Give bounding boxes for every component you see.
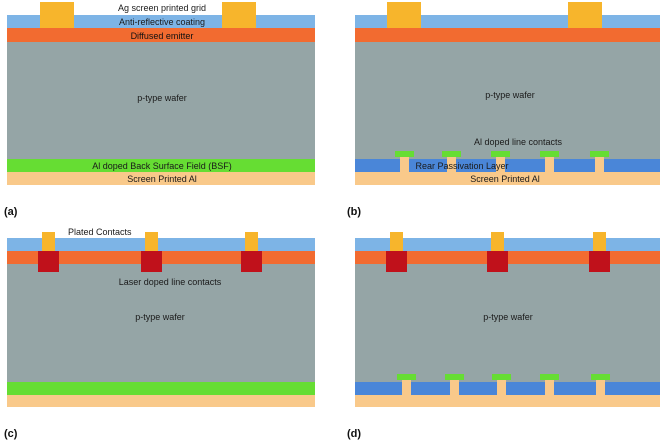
passivation-layer [355, 159, 660, 172]
label-passivation: Rear Passivation Layer [415, 161, 508, 171]
plated-contact [145, 232, 158, 251]
line-contact-cap [540, 374, 559, 380]
panel-a: Ag screen printed grid Anti-reflective c… [4, 2, 315, 218]
panel-tag: (d) [347, 428, 361, 440]
plated-contact [491, 232, 504, 251]
panel-c: Plated Contacts Laser doped line contact… [4, 227, 315, 440]
line-contact-cap [540, 151, 559, 157]
label-line-contacts: Al doped line contacts [474, 137, 563, 147]
plated-contact [42, 232, 55, 251]
line-contact-via [497, 380, 506, 395]
panel-b: p-type wafer Al doped line contacts Rear… [347, 2, 660, 218]
label-wafer: p-type wafer [483, 312, 533, 322]
laser-doped-region [589, 251, 610, 272]
line-contacts [397, 374, 610, 395]
panel-d: p-type wafer (d) [347, 232, 660, 440]
label-rear: Screen Printed Al [127, 174, 197, 184]
line-contact-via [545, 157, 554, 172]
label-bsf: Al doped Back Surface Field (BSF) [92, 161, 232, 171]
laser-doped-region [141, 251, 162, 272]
anti-reflective-layer [355, 238, 660, 251]
line-contact-cap [492, 374, 511, 380]
laser-doped-region [386, 251, 407, 272]
laser-doped-region [487, 251, 508, 272]
line-contact-via [450, 380, 459, 395]
plated-contact [390, 232, 403, 251]
line-contact-via [496, 157, 505, 172]
panel-tag: (a) [4, 206, 18, 218]
passivation-layer [355, 382, 660, 395]
rear-al-layer [7, 172, 315, 185]
label-plated: Plated Contacts [68, 227, 132, 237]
label-wafer: p-type wafer [485, 90, 535, 100]
emitter-layer [7, 28, 315, 42]
laser-doped-regions [386, 251, 610, 272]
anti-reflective-layer [7, 238, 315, 251]
label-rear: Screen Printed Al [470, 174, 540, 184]
line-contact-via [402, 380, 411, 395]
rear-al-layer [355, 172, 660, 185]
label-laser: Laser doped line contacts [119, 277, 222, 287]
bsf-layer [7, 382, 315, 395]
label-grid: Ag screen printed grid [118, 3, 206, 13]
laser-doped-region [241, 251, 262, 272]
line-contact-cap [591, 374, 610, 380]
emitter-layer [355, 28, 660, 42]
line-contacts [395, 151, 609, 172]
line-contact-cap [491, 151, 510, 157]
line-contact-via [595, 157, 604, 172]
label-emitter: Diffused emitter [131, 31, 194, 41]
laser-doped-region [38, 251, 59, 272]
panel-tag: (b) [347, 206, 361, 218]
bsf-layer [7, 159, 315, 172]
label-arc: Anti-reflective coating [119, 17, 205, 27]
rear-al-layer [355, 395, 660, 407]
plated-contact [593, 232, 606, 251]
wafer-layer [7, 264, 315, 382]
panel-tag: (c) [4, 428, 18, 440]
line-contact-cap [395, 151, 414, 157]
line-contact-via [545, 380, 554, 395]
line-contact-cap [445, 374, 464, 380]
line-contact-cap [397, 374, 416, 380]
rear-al-layer [7, 395, 315, 407]
line-contact-cap [442, 151, 461, 157]
front-contact [568, 2, 602, 28]
label-wafer: p-type wafer [135, 312, 185, 322]
line-contact-via [447, 157, 456, 172]
line-contact-via [596, 380, 605, 395]
line-contact-via [400, 157, 409, 172]
wafer-layer [355, 42, 660, 159]
line-contact-cap [590, 151, 609, 157]
wafer-layer [7, 42, 315, 159]
front-contact [40, 2, 74, 28]
laser-doped-regions [38, 251, 262, 272]
plated-contact [245, 232, 258, 251]
wafer-layer [355, 264, 660, 382]
front-contact [387, 2, 421, 28]
front-contact [222, 2, 256, 28]
label-wafer: p-type wafer [137, 93, 187, 103]
